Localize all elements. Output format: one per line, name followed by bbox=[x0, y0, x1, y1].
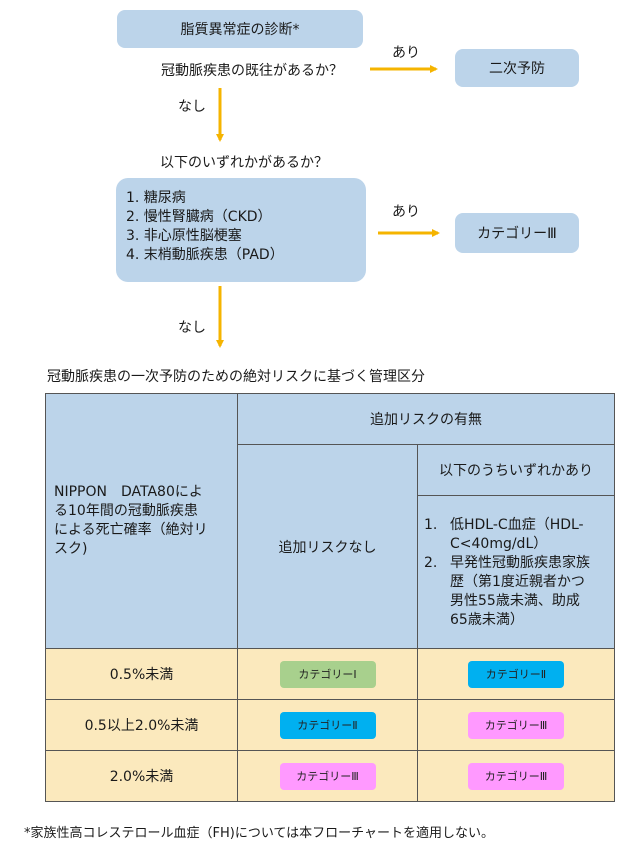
condition-item: 3. 非心原性脳梗塞 bbox=[126, 228, 242, 244]
risk-item: 2. 早発性冠動脈疾患家族 歴（第1度近親者かつ 男性55歳未満、助成 65歳未… bbox=[424, 555, 590, 628]
category-badge: カテゴリーⅠ bbox=[279, 660, 376, 688]
row-header-line: による死亡確率（絶対リ bbox=[54, 522, 208, 538]
category-badge: カテゴリーⅢ bbox=[279, 762, 376, 790]
secondary-prevention-box: 二次予防 bbox=[455, 49, 579, 87]
risk-level-label: 2.0%未満 bbox=[45, 750, 238, 802]
condition-item: 2. 慢性腎臓病（CKD） bbox=[126, 209, 272, 225]
table-row: 0.5以上2.0%未満 カテゴリーⅡ カテゴリーⅢ bbox=[45, 699, 615, 751]
condition-item: 1. 糖尿病 bbox=[126, 190, 186, 206]
any-of-following-header: 以下のうちいずれかあり bbox=[417, 444, 615, 496]
table-title: 冠動脈疾患の一次予防のための絶対リスクに基づく管理区分 bbox=[47, 369, 425, 385]
no-label-2: なし bbox=[178, 320, 206, 336]
row-header-line: NIPPON DATA80によ bbox=[54, 484, 203, 500]
start-box: 脂質異常症の診断* bbox=[117, 10, 363, 48]
table-row: 0.5%未満 カテゴリーⅠ カテゴリーⅡ bbox=[45, 648, 615, 700]
conditions-list: 1. 糖尿病 2. 慢性腎臓病（CKD） 3. 非心原性脳梗塞 4. 末梢動脈疾… bbox=[126, 189, 366, 265]
category-cell: カテゴリーⅢ bbox=[417, 699, 615, 751]
condition-item: 4. 末梢動脈疾患（PAD） bbox=[126, 247, 284, 263]
category-cell: カテゴリーⅠ bbox=[237, 648, 418, 700]
category-badge: カテゴリーⅡ bbox=[468, 660, 564, 688]
risk-level-label: 0.5%未満 bbox=[45, 648, 238, 700]
category-badge: カテゴリーⅢ bbox=[468, 762, 564, 790]
table-row: 2.0%未満 カテゴリーⅢ カテゴリーⅢ bbox=[45, 750, 615, 802]
risk-table: NIPPON DATA80によ る10年間の冠動脈疾患 による死亡確率（絶対リ … bbox=[45, 393, 615, 802]
no-additional-risk-header: 追加リスクなし bbox=[237, 444, 418, 649]
row-header-cell: NIPPON DATA80によ る10年間の冠動脈疾患 による死亡確率（絶対リ … bbox=[45, 393, 238, 649]
row-header-line: スク) bbox=[54, 541, 88, 557]
category-badge: カテゴリーⅡ bbox=[279, 711, 376, 739]
category-cell: カテゴリーⅢ bbox=[237, 750, 418, 802]
yes-label-2: あり bbox=[392, 204, 420, 220]
risk-items-cell: 1. 低HDL-C血症（HDL- C<40mg/dL） 2. 早発性冠動脈疾患家… bbox=[417, 495, 615, 649]
risk-level-label: 0.5以上2.0%未満 bbox=[45, 699, 238, 751]
category-cell: カテゴリーⅡ bbox=[237, 699, 418, 751]
yes-label-1: あり bbox=[392, 45, 420, 61]
question-2: 以下のいずれかがあるか？ bbox=[160, 155, 328, 171]
additional-risk-header: 追加リスクの有無 bbox=[237, 393, 615, 445]
risk-item: 1. 低HDL-C血症（HDL- C<40mg/dL） bbox=[424, 517, 584, 552]
question-1: 冠動脈疾患の既往があるか？ bbox=[161, 63, 343, 79]
category-badge: カテゴリーⅢ bbox=[468, 711, 564, 739]
conditions-box: 1. 糖尿病 2. 慢性腎臓病（CKD） 3. 非心原性脳梗塞 4. 末梢動脈疾… bbox=[116, 178, 366, 282]
category-cell: カテゴリーⅢ bbox=[417, 750, 615, 802]
no-label-1: なし bbox=[178, 99, 206, 115]
risk-items-list: 1. 低HDL-C血症（HDL- C<40mg/dL） 2. 早発性冠動脈疾患家… bbox=[424, 516, 614, 630]
row-header-line: る10年間の冠動脈疾患 bbox=[54, 503, 198, 519]
footnote: *家族性高コレステロール血症（FH)については本フローチャートを適用しない。 bbox=[24, 826, 495, 841]
category-3-box: カテゴリーⅢ bbox=[455, 213, 579, 253]
category-cell: カテゴリーⅡ bbox=[417, 648, 615, 700]
